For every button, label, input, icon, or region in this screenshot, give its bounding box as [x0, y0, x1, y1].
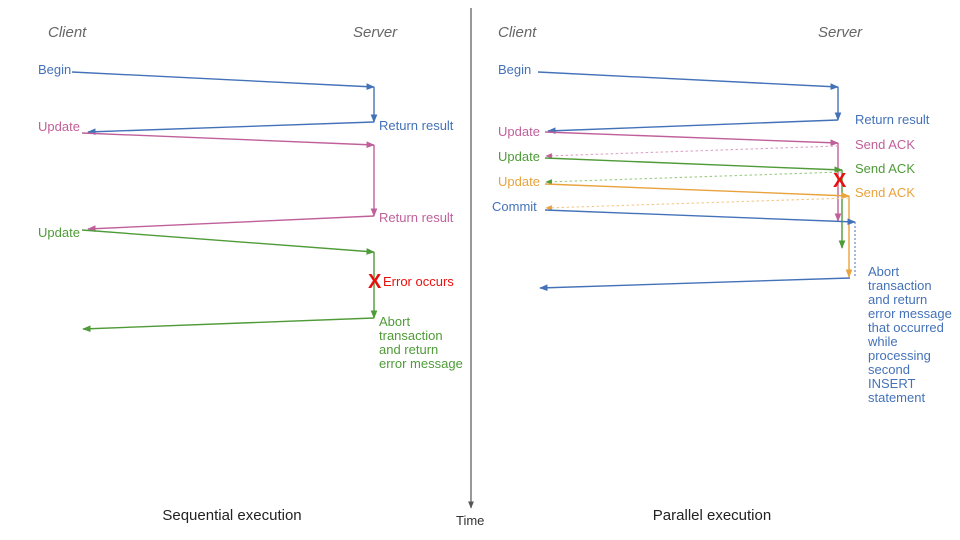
msg-label-begin-return-parallel: Return result	[855, 112, 930, 127]
msg-label-update-1-parallel: Update	[498, 124, 540, 139]
msg-line-update-1-parallel	[544, 131, 839, 147]
lane-title-client-parallel: Client	[498, 24, 537, 41]
note-line: Abort	[379, 314, 410, 329]
msg-line-update-3-ack-parallel	[545, 197, 850, 211]
note-line: INSERT	[868, 376, 915, 391]
msg-line-abort-return-sequential	[82, 317, 375, 333]
msg-line-update-2-parallel	[544, 157, 843, 174]
msg-line-commit-parallel	[544, 209, 856, 226]
msg-line-begin-return-sequential	[87, 121, 375, 136]
msg-line-update-1-sequential	[81, 132, 375, 149]
note-line: that occurred	[868, 320, 944, 335]
msg-label-commit-parallel: Commit	[492, 199, 537, 214]
lane-title-server-parallel: Server	[818, 24, 863, 41]
note-line: Abort	[868, 264, 899, 279]
msg-line-update-2-ack-parallel	[545, 171, 843, 185]
msg-label-begin-return-sequential: Return result	[379, 118, 454, 133]
msg-line-update-1-return-sequential	[87, 215, 375, 233]
msg-line-update-3-parallel	[544, 183, 850, 200]
msg-line-begin-return-parallel	[547, 119, 839, 135]
note-line: transaction	[868, 278, 932, 293]
lane-title-server-sequential: Server	[353, 24, 398, 41]
note-line: error message	[379, 356, 463, 371]
lane-title-client-sequential: Client	[48, 24, 87, 41]
msg-label-update-1-sequential: Update	[38, 119, 80, 134]
note-line: error message	[868, 306, 952, 321]
msg-label-update-2-ack-parallel: Send ACK	[855, 161, 915, 176]
msg-label-begin-parallel: Begin	[498, 62, 531, 77]
msg-label-update-2-sequential: Update	[38, 225, 80, 240]
msg-label-update-2-parallel: Update	[498, 149, 540, 164]
msg-label-update-1-ack-parallel: Send ACK	[855, 137, 915, 152]
note-line: second	[868, 362, 910, 377]
msg-label-update-1-return-sequential: Return result	[379, 210, 454, 225]
error-label-sequential: Error occurs	[383, 274, 454, 289]
note-line: and return	[868, 292, 927, 307]
note-line: statement	[868, 390, 925, 405]
note-line: processing	[868, 348, 931, 363]
error-x-icon-parallel: X	[833, 170, 847, 192]
note-line: and return	[379, 342, 438, 357]
note-line: transaction	[379, 328, 443, 343]
msg-label-update-3-ack-parallel: Send ACK	[855, 185, 915, 200]
msg-line-abort-return-parallel	[539, 277, 851, 292]
msg-line-update-2-sequential	[81, 229, 375, 255]
msg-line-update-1-ack-parallel	[545, 145, 839, 159]
panel-caption-sequential: Sequential execution	[162, 507, 301, 524]
panel-caption-parallel: Parallel execution	[653, 507, 771, 524]
error-x-icon-sequential: X	[368, 271, 382, 293]
msg-label-update-3-parallel: Update	[498, 174, 540, 189]
msg-line-begin-parallel	[537, 71, 839, 90]
note-line: while	[867, 334, 898, 349]
msg-line-begin-sequential	[71, 71, 375, 90]
time-axis-label: Time	[456, 513, 484, 528]
msg-label-begin-sequential: Begin	[38, 62, 71, 77]
